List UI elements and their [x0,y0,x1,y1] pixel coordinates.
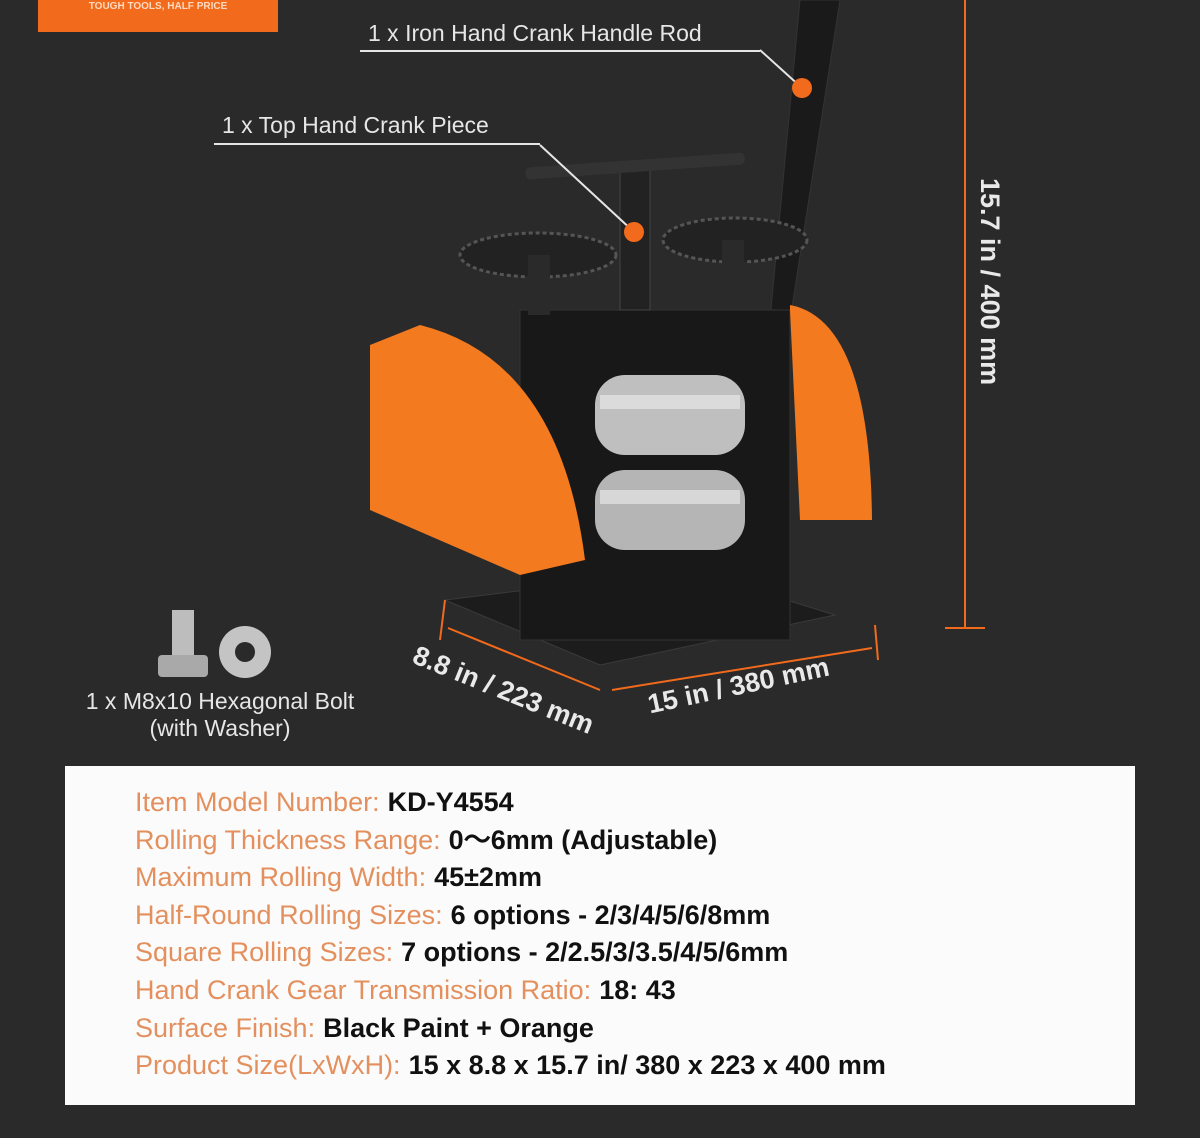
dimension-lines [439,0,985,691]
spec-value: 18: 43 [599,974,676,1005]
bolt-washer-icon [158,610,271,678]
bolt-callout-line2: (with Washer) [149,715,291,741]
spec-key: Hand Crank Gear Transmission Ratio: [135,974,592,1005]
top-piece-underline [214,143,540,145]
spec-row-finish: Surface Finish:Black Paint + Orange [135,1010,1135,1048]
spec-row-size: Product Size(LxWxH):15 x 8.8 x 15.7 in/ … [135,1047,1135,1085]
rollers [595,375,745,550]
spec-key: Item Model Number: [135,787,380,817]
handle-rod-underline [360,50,760,52]
spec-row-ratio: Hand Crank Gear Transmission Ratio:18: 4… [135,972,1135,1010]
spec-value: 0～6mm (Adjustable) [448,824,718,855]
brand-badge: TOUGH TOOLS, HALF PRICE [38,0,278,32]
right-orange-cover [790,305,872,520]
specifications-panel: Item Model Number:KD-Y4554 Rolling Thick… [65,766,1135,1105]
spec-key: Square Rolling Sizes: [135,937,394,968]
height-dimension: 15.7 in / 400 mm [975,178,1005,386]
spec-value: 7 options - 2/2.5/3/3.5/4/5/6mm [401,937,789,968]
spec-key: Maximum Rolling Width: [135,862,427,893]
handle-rod-callout: 1 x Iron Hand Crank Handle Rod [368,20,702,46]
handle-rod [769,0,841,321]
callout-dot-handle [792,78,812,98]
bolt-callout: 1 x M8x10 Hexagonal Bolt (with Washer) [40,688,400,742]
callout-dot-top-piece [624,222,644,242]
top-piece-callout: 1 x Top Hand Crank Piece [222,112,489,138]
spec-row-square: Square Rolling Sizes:7 options - 2/2.5/3… [135,934,1135,972]
spec-key: Rolling Thickness Range: [135,824,441,855]
spec-key: Surface Finish: [135,1012,316,1043]
bolt-callout-line1: 1 x M8x10 Hexagonal Bolt [85,688,355,714]
spec-value: 15 x 8.8 x 15.7 in/ 380 x 223 x 400 mm [408,1050,886,1081]
spec-key: Product Size(LxWxH): [135,1050,401,1081]
spec-row-half-round: Half-Round Rolling Sizes:6 options - 2/3… [135,897,1135,935]
left-orange-cover [370,325,585,575]
spec-key: Half-Round Rolling Sizes: [135,899,443,930]
spec-value: KD-Y4554 [387,787,514,817]
spec-value: 45±2mm [434,862,542,893]
spec-value: 6 options - 2/3/4/5/6/8mm [450,899,771,930]
spec-row-model: Item Model Number:KD-Y4554 [135,784,1135,822]
gears [458,152,809,315]
spec-row-thickness: Rolling Thickness Range:0～6mm (Adjustabl… [135,822,1135,860]
spec-value: Black Paint + Orange [323,1012,594,1043]
spec-row-width: Maximum Rolling Width:45±2mm [135,859,1135,897]
